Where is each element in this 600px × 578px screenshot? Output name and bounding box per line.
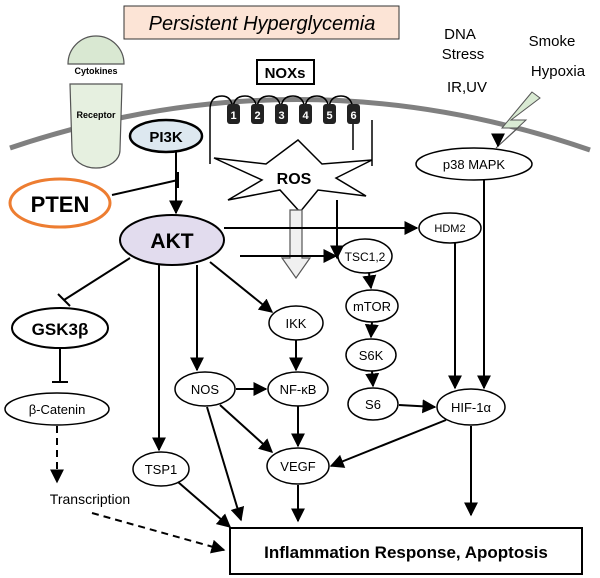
hdm2-label: HDM2	[434, 223, 465, 235]
edge-tsp1-to-outcome	[177, 481, 232, 528]
hif-label: HIF-1α	[451, 400, 492, 415]
ros-burst-shape	[213, 139, 373, 214]
ros-label: ROS	[277, 171, 312, 188]
vegf-node	[266, 447, 330, 485]
tm-segment-label: 3	[278, 110, 284, 122]
edge-nos-to-outcome	[206, 406, 245, 522]
edge-s6-to-hif	[398, 399, 437, 414]
s6k-node	[345, 338, 397, 372]
receptor-label: Receptor	[76, 110, 116, 120]
vegf-label: VEGF	[280, 459, 315, 474]
edge-hif-to-vegf	[329, 419, 447, 468]
akt-node	[119, 214, 225, 266]
cytokines-shape	[67, 35, 125, 65]
tsc-label: TSC1,2	[345, 250, 386, 264]
p38-mapk-node	[415, 147, 533, 181]
lightning-icon	[495, 91, 541, 149]
edge-akt-inhibits-gsk3b	[57, 257, 131, 307]
dna-stress-label-line2: Stress	[442, 46, 485, 63]
pi3k-node	[128, 118, 204, 154]
tm-segment	[275, 104, 288, 124]
pten-node	[8, 177, 112, 229]
outcome-label: Inflammation Response, Apoptosis	[264, 543, 548, 562]
activation-edges	[152, 133, 505, 528]
pi3k-label: PI3K	[149, 129, 183, 146]
receptor-shape	[69, 83, 123, 169]
smoke-label: Smoke	[529, 33, 576, 50]
outcome-box	[229, 527, 583, 575]
noxs-box	[256, 59, 315, 85]
gsk3b-label: GSK3β	[32, 320, 89, 339]
cytokines-label: Cytokines	[74, 66, 117, 76]
edge-tsc-to-mtor	[362, 272, 377, 290]
tm-segments: 1 2 3 4 5 6	[227, 104, 360, 124]
tm-segment	[251, 104, 264, 124]
tm-segment	[299, 104, 312, 124]
tm-segment-label: 5	[326, 110, 332, 122]
edge-nos-to-vegf	[219, 404, 274, 453]
transcription-label: Transcription	[50, 491, 130, 507]
bcatenin-node	[4, 392, 110, 426]
edge-transcription-to-outcome	[91, 512, 226, 554]
p38-mapk-label: p38 MAPK	[443, 157, 505, 172]
tm-segment	[227, 104, 240, 124]
dna-stress-label-line1: DNA	[444, 26, 476, 43]
tm-segment-label: 1	[230, 110, 236, 122]
edge-s6k-to-s6	[365, 370, 380, 388]
noxs-label: NOXs	[265, 65, 306, 82]
hdm2-node	[418, 212, 482, 244]
tm-segment	[323, 104, 336, 124]
mtor-label: mTOR	[353, 299, 391, 314]
ikk-label: IKK	[286, 316, 307, 331]
edge-akt-to-ikk	[209, 261, 274, 313]
s6-node	[347, 387, 399, 421]
nfkb-label: NF-κB	[280, 382, 317, 397]
edge-pten-inhibits-pi3k	[111, 172, 179, 196]
title: Persistent Hyperglycemia	[149, 13, 376, 35]
tm-segment-label: 2	[254, 110, 260, 122]
tm-segment	[347, 104, 360, 124]
nos-label: NOS	[191, 382, 220, 397]
akt-label: AKT	[150, 230, 193, 253]
pten-label: PTEN	[31, 192, 90, 217]
tsp1-node	[132, 451, 190, 487]
ir-uv-label: IR,UV	[447, 79, 487, 96]
ros-hollow-arrow	[280, 209, 312, 280]
hif-node	[436, 388, 506, 426]
dashed-edges	[50, 426, 226, 554]
s6-label: S6	[365, 397, 381, 412]
title-box	[123, 5, 400, 40]
nos-node	[174, 371, 236, 407]
tsp1-label: TSP1	[145, 462, 178, 477]
edge-mtor-to-s6k	[364, 321, 379, 339]
bcatenin-label: β-Catenin	[29, 402, 86, 417]
hypoxia-label: Hypoxia	[531, 63, 586, 80]
s6k-label: S6K	[359, 348, 384, 363]
tm-segment-label: 6	[350, 110, 356, 122]
edge-gsk3b-inhibits-bcatenin	[52, 348, 68, 383]
inhibition-edges	[52, 172, 179, 383]
tm-segment-label: 4	[302, 110, 309, 122]
